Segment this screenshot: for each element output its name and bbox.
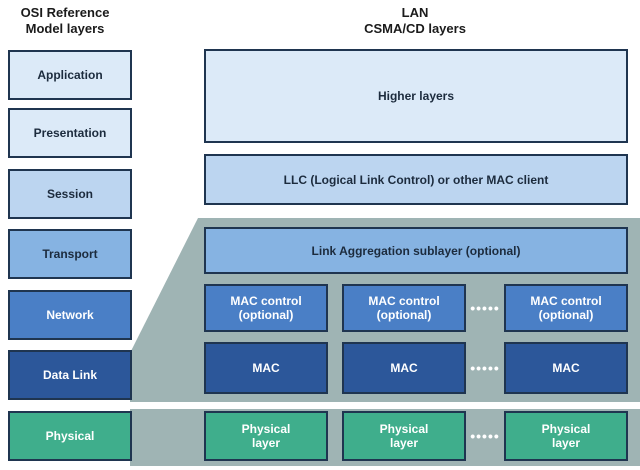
physical-layer-1-line1: Physical bbox=[241, 422, 291, 436]
osi-network-label: Network bbox=[46, 308, 94, 322]
osi-presentation-label: Presentation bbox=[33, 126, 107, 140]
mac-control-2: MAC control (optional) bbox=[342, 284, 466, 332]
osi-header-line1: OSI Reference bbox=[20, 5, 110, 20]
osi-application: Application bbox=[8, 50, 132, 100]
lan-link-aggregation: Link Aggregation sublayer (optional) bbox=[204, 227, 628, 274]
physical-layer-1-line2: layer bbox=[251, 436, 281, 450]
lan-header-line2: CSMA/CD layers bbox=[364, 21, 466, 36]
mac-control-3-line2: (optional) bbox=[538, 308, 594, 322]
mac-ellipsis-text: ••••• bbox=[470, 360, 500, 376]
osi-presentation: Presentation bbox=[8, 108, 132, 158]
osi-transport: Transport bbox=[8, 229, 132, 279]
mac-2: MAC bbox=[342, 342, 466, 394]
osi-transport-label: Transport bbox=[42, 247, 98, 261]
mac-control-1-line2: (optional) bbox=[238, 308, 294, 322]
lan-llc: LLC (Logical Link Control) or other MAC … bbox=[204, 154, 628, 205]
mac-1-label: MAC bbox=[252, 361, 280, 375]
mac-control-2-line2: (optional) bbox=[376, 308, 432, 322]
osi-application-label: Application bbox=[37, 68, 103, 82]
lan-link-aggregation-label: Link Aggregation sublayer (optional) bbox=[311, 243, 521, 258]
physical-layer-3-line1: Physical bbox=[541, 422, 591, 436]
mac-control-1: MAC control (optional) bbox=[204, 284, 328, 332]
physical-layer-2: Physical layer bbox=[342, 411, 466, 461]
lan-higher-layers-label: Higher layers bbox=[377, 89, 455, 103]
mac-3: MAC bbox=[504, 342, 628, 394]
physical-layer-3-line2: layer bbox=[551, 436, 581, 450]
physical-layer-2-line1: Physical bbox=[379, 422, 429, 436]
physical-layer-2-line2: layer bbox=[389, 436, 419, 450]
osi-session-label: Session bbox=[46, 187, 94, 201]
mac-1: MAC bbox=[204, 342, 328, 394]
osi-data-link: Data Link bbox=[8, 350, 132, 400]
mac-control-ellipsis: ••••• bbox=[466, 300, 504, 316]
lan-higher-layers: Higher layers bbox=[204, 49, 628, 143]
osi-data-link-label: Data Link bbox=[42, 368, 97, 382]
mac-control-3-line1: MAC control bbox=[530, 294, 602, 308]
mac-2-label: MAC bbox=[390, 361, 418, 375]
physical-layer-3: Physical layer bbox=[504, 411, 628, 461]
lan-header-line1: LAN bbox=[401, 5, 429, 20]
mac-control-1-line1: MAC control bbox=[230, 294, 302, 308]
mac-ellipsis: ••••• bbox=[466, 360, 504, 376]
mac-3-label: MAC bbox=[552, 361, 580, 375]
osi-header-line2: Model layers bbox=[25, 21, 105, 36]
mac-control-2-line1: MAC control bbox=[368, 294, 440, 308]
lan-header: LAN CSMA/CD layers bbox=[330, 5, 500, 37]
osi-network: Network bbox=[8, 290, 132, 340]
osi-physical-label: Physical bbox=[45, 429, 95, 443]
mac-control-3: MAC control (optional) bbox=[504, 284, 628, 332]
physical-ellipsis-text: ••••• bbox=[470, 428, 500, 444]
osi-session: Session bbox=[8, 169, 132, 219]
lan-llc-label: LLC (Logical Link Control) or other MAC … bbox=[283, 172, 549, 187]
mac-control-ellipsis-text: ••••• bbox=[470, 300, 500, 316]
physical-layer-1: Physical layer bbox=[204, 411, 328, 461]
osi-physical: Physical bbox=[8, 411, 132, 461]
physical-ellipsis: ••••• bbox=[466, 428, 504, 444]
osi-header: OSI Reference Model layers bbox=[2, 5, 128, 37]
